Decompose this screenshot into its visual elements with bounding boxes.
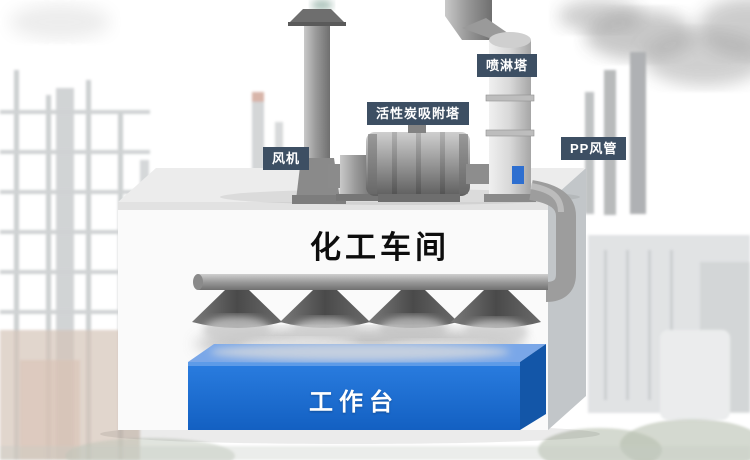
workbench-front-face (188, 362, 520, 430)
chimney-cap (288, 9, 346, 24)
extraction-hood (451, 290, 541, 328)
building-roof-edge-shadow (118, 202, 548, 210)
right-factory-silhouette (558, 0, 750, 420)
spray-tower-base (484, 194, 536, 202)
extraction-hood (192, 290, 282, 328)
spray-tower-flange (485, 94, 535, 102)
label-fan: 风机 (263, 147, 310, 170)
workbench-right-face (520, 344, 546, 430)
background-greenery (0, 4, 750, 460)
workbench-title: 工作台 (309, 389, 399, 416)
label-spray-tower: 喷淋塔 (477, 54, 538, 77)
interior-extraction-duct (198, 274, 548, 290)
workshop-interior (188, 274, 548, 430)
carbon-tower-body (366, 132, 470, 196)
chimney-pipe (304, 26, 330, 160)
activated-carbon-tower (366, 123, 470, 202)
spray-tower-flange (485, 129, 535, 137)
label-activated-carbon-tower: 活性炭吸附塔 (367, 102, 470, 125)
carbon-to-spray-duct (466, 164, 492, 184)
workbench-surface-fume (210, 343, 510, 361)
carbon-tower-base (378, 194, 460, 202)
label-pp-duct: PP风管 (561, 137, 627, 160)
building-title: 化工车间 (310, 230, 450, 265)
extraction-hoods (192, 290, 541, 328)
extraction-hood (280, 290, 370, 328)
extraction-hood (368, 290, 458, 328)
exhaust-chimney (288, 0, 346, 204)
spray-tower-dome (489, 32, 531, 48)
pp-duct-highlight (530, 183, 564, 213)
workbench (188, 343, 546, 430)
spray-tower-valve (512, 166, 524, 184)
chimney-smoke-puff (311, 0, 333, 10)
